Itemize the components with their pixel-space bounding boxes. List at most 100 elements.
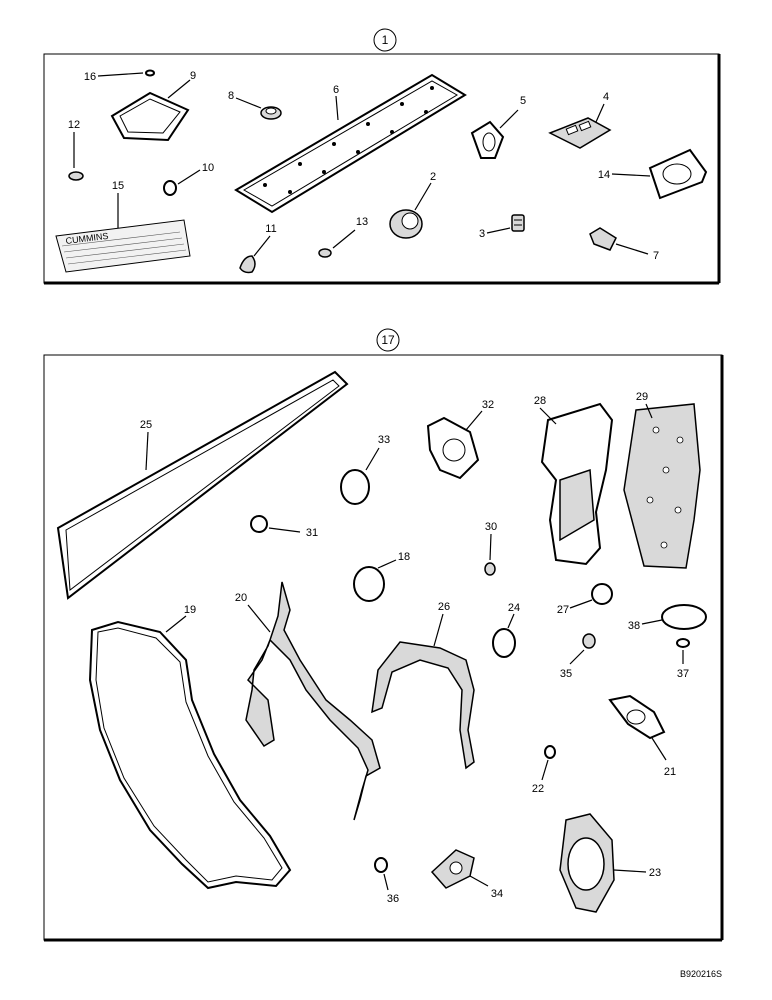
leader-2 (414, 182, 432, 211)
callout-14: 14 (598, 169, 610, 181)
part-30-washer (484, 562, 496, 576)
callout-3: 3 (479, 228, 485, 240)
part-21-gasket (608, 694, 666, 740)
leader-18 (377, 559, 397, 569)
leader-3 (486, 227, 511, 234)
leader-19 (165, 615, 187, 633)
part-35-seal (582, 633, 596, 649)
part-33-oring (340, 469, 370, 505)
callout-31: 31 (306, 527, 318, 539)
leader-4 (595, 103, 605, 123)
part-19-gasket (88, 620, 292, 890)
part-15-decal (55, 219, 191, 273)
part-36-washer (374, 857, 388, 873)
part-38-oring (661, 604, 707, 630)
part-22-washer (544, 745, 556, 759)
callout-35: 35 (560, 668, 572, 680)
callout-20: 20 (235, 592, 247, 604)
leader-35 (569, 649, 585, 665)
callout-18: 18 (398, 551, 410, 563)
leader-34 (469, 875, 489, 887)
part-6-bolt-holes (263, 86, 434, 194)
part-14-gasket-hole (662, 163, 692, 185)
leader-25 (145, 431, 149, 471)
part-25-gasket-inner (65, 379, 340, 591)
callout-10: 10 (202, 162, 214, 174)
part-11-seal (239, 255, 256, 274)
leader-14 (611, 173, 651, 177)
leader-11 (253, 235, 271, 257)
callout-5: 5 (520, 95, 526, 107)
leader-20 (247, 604, 271, 633)
callout-32: 32 (482, 399, 494, 411)
part-20-gasket (245, 581, 381, 821)
callout-38: 38 (628, 620, 640, 632)
part-29-gasket-holes (646, 426, 684, 549)
leader-36 (383, 873, 389, 891)
part-10-washer (163, 180, 177, 196)
callout-15: 15 (112, 180, 124, 192)
group-1-number: 1 (382, 33, 389, 47)
leader-10 (177, 169, 201, 185)
part-23-gasket-bore (567, 837, 605, 891)
callout-16: 16 (84, 71, 96, 83)
leader-21 (651, 737, 667, 761)
leader-16 (97, 72, 144, 77)
group-17-number: 17 (381, 333, 395, 347)
group-17-badge (376, 328, 400, 352)
part-24-oring (492, 628, 516, 658)
leader-5 (499, 109, 519, 129)
part-3-plug (511, 214, 525, 232)
callout-7: 7 (653, 250, 659, 262)
part-12-washer (68, 171, 84, 181)
part-37-washer (676, 638, 690, 648)
figure-reference: B920216S (680, 969, 722, 979)
part-27-oring (591, 583, 613, 605)
callout-4: 4 (603, 91, 609, 103)
leader-13 (332, 229, 356, 249)
part-29-gasket (623, 403, 701, 569)
part-31-oring (250, 515, 268, 533)
part-9-gasket-inner (119, 98, 181, 134)
part-16-seal (145, 69, 155, 77)
leader-23 (613, 869, 647, 873)
part-28-gasket-web (559, 468, 595, 542)
part-28-gasket (540, 402, 614, 566)
part-5-gasket-hole (482, 132, 496, 152)
part-4-gasket (548, 117, 612, 149)
leader-22 (541, 759, 549, 781)
callout-19: 19 (184, 604, 196, 616)
part-25-gasket (56, 370, 349, 600)
callout-13: 13 (356, 216, 368, 228)
leader-28 (539, 407, 557, 425)
part-4-gasket-port-1 (565, 124, 579, 136)
callout-25: 25 (140, 419, 152, 431)
leader-26 (433, 613, 444, 647)
leader-32 (465, 410, 483, 431)
part-9-gasket (110, 91, 190, 142)
callout-33: 33 (378, 434, 390, 446)
callout-34: 34 (491, 888, 503, 900)
part-8-seal-bore (265, 107, 277, 115)
part-2-seal-bore (401, 212, 419, 230)
part-21-gasket-hole (626, 709, 646, 725)
callout-21: 21 (664, 766, 676, 778)
part-18-oring (353, 566, 385, 602)
callout-28: 28 (534, 395, 546, 407)
callout-11: 11 (265, 223, 276, 235)
leader-33 (365, 447, 380, 471)
callout-22: 22 (532, 783, 544, 795)
part-32-gasket-hole (442, 438, 466, 462)
group-1-badge (373, 28, 397, 52)
part-15-decal-lines (61, 231, 187, 265)
callout-6: 6 (333, 84, 339, 96)
part-6-manifold-gasket-inner (242, 80, 458, 207)
leader-27 (569, 599, 593, 609)
callout-12: 12 (68, 119, 80, 131)
part-13-washer (318, 248, 332, 258)
part-19-gasket-inner (95, 627, 283, 883)
leader-30 (489, 533, 492, 561)
callout-23: 23 (649, 867, 661, 879)
leader-31 (268, 527, 301, 533)
